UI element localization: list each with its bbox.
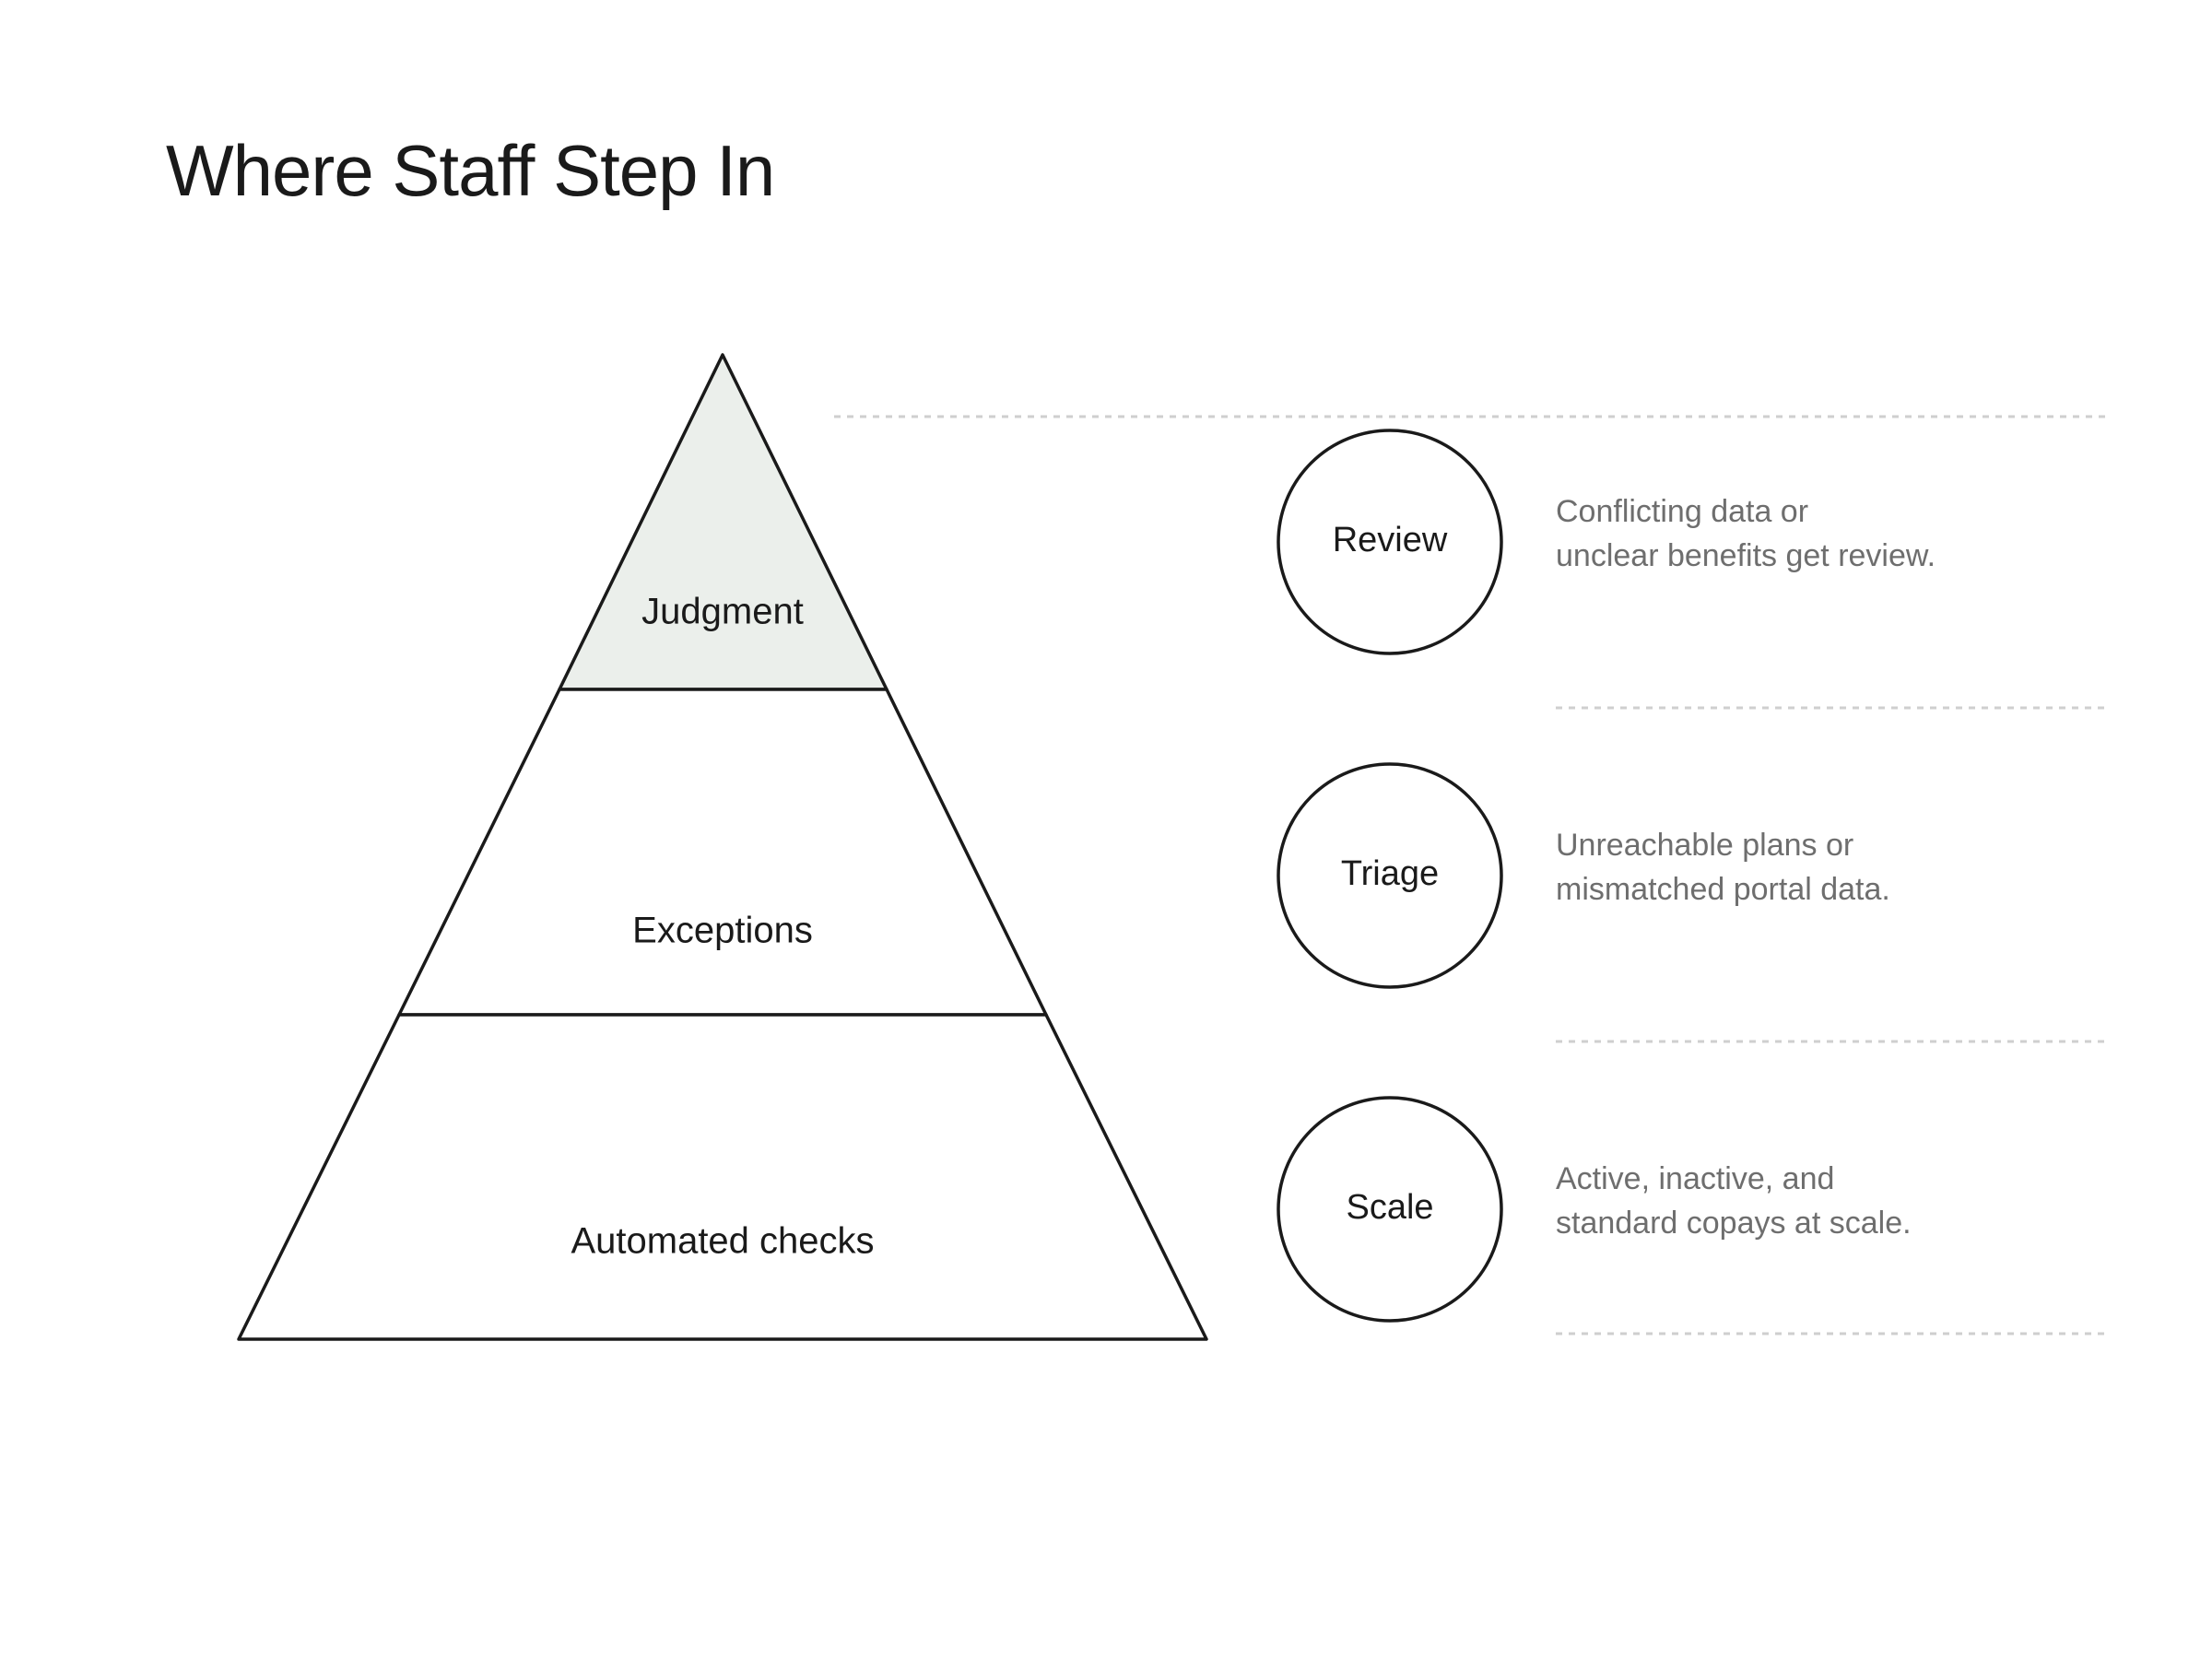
description-scale: Active, inactive, and standard copays at… [1556, 1157, 2127, 1245]
pyramid-tier-exceptions [397, 688, 1048, 1017]
tier-label-automated-checks: Automated checks [571, 1221, 874, 1262]
badge-label-scale: Scale [1346, 1188, 1433, 1227]
badge-circle-scale [1277, 1096, 1503, 1323]
badge-circle-triage [1277, 762, 1503, 989]
description-triage-line-2: mismatched portal data. [1556, 872, 1890, 907]
pyramid-tier-automated-checks [237, 1013, 1208, 1341]
badge-label-triage: Triage [1341, 854, 1439, 893]
page-title: Where Staff Step In [166, 130, 775, 211]
description-triage-line-1: Unreachable plans or [1556, 828, 1854, 863]
description-scale-line-2: standard copays at scale. [1556, 1206, 1912, 1241]
pyramid-tier-judgment [558, 353, 888, 691]
description-triage: Unreachable plans or mismatched portal d… [1556, 823, 2127, 912]
description-scale-line-1: Active, inactive, and [1556, 1161, 1835, 1196]
badge-label-review: Review [1333, 521, 1448, 559]
tier-label-judgment: Judgment [641, 592, 804, 632]
description-review: Conflicting data or unclear benefits get… [1556, 489, 2127, 578]
badge-circle-review [1277, 429, 1503, 655]
description-review-line-1: Conflicting data or [1556, 494, 1809, 529]
tier-label-exceptions: Exceptions [632, 911, 813, 951]
description-review-line-2: unclear benefits get review. [1556, 538, 1936, 573]
